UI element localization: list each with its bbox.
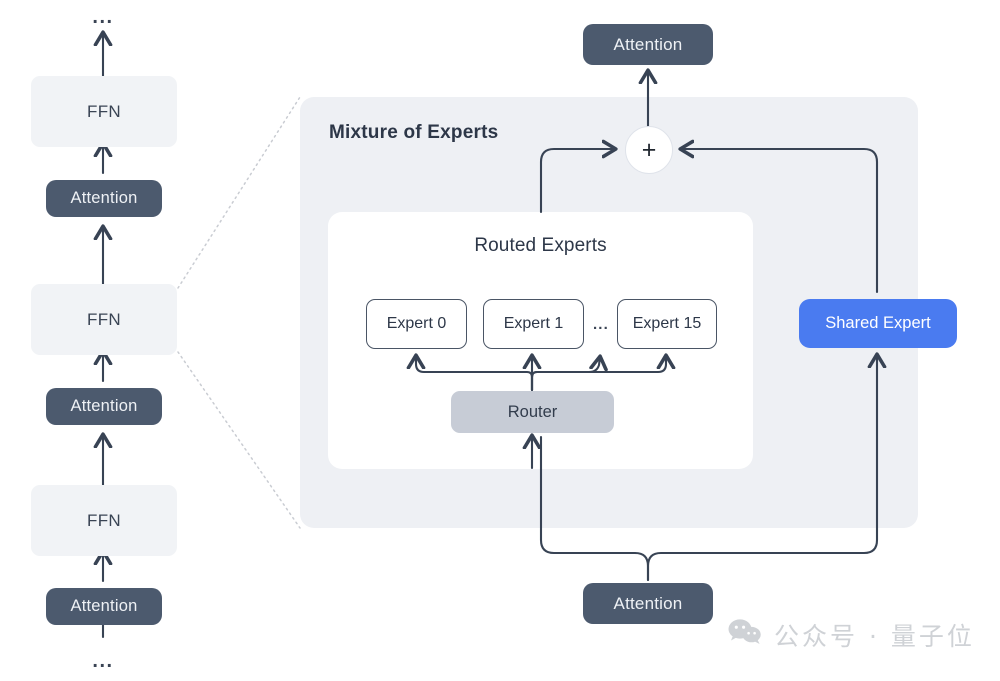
watermark: 公众号 · 量子位 xyxy=(728,617,975,653)
guide-line-bottom xyxy=(177,351,301,529)
attention-block-upper: Attention xyxy=(46,180,162,217)
expert-box-0: Expert 0 xyxy=(366,299,467,349)
attention-block-lower: Attention xyxy=(46,588,162,625)
attention-block-middle: Attention xyxy=(46,388,162,425)
plus-icon: + xyxy=(641,135,657,164)
moe-output-attention: Attention xyxy=(583,24,713,65)
moe-panel-title: Mixture of Experts xyxy=(329,122,499,143)
router-box: Router xyxy=(451,391,614,433)
expert-ellipsis: ... xyxy=(592,315,610,333)
guide-line-top xyxy=(177,96,301,289)
stack-top-ellipsis: ... xyxy=(92,6,114,28)
ffn-block-top: FFN xyxy=(31,76,177,147)
sum-node: + xyxy=(625,126,673,174)
shared-expert-box: Shared Expert xyxy=(799,299,957,348)
expert-box-1: Expert 1 xyxy=(483,299,584,349)
ffn-block-middle: FFN xyxy=(31,284,177,355)
expert-box-15: Expert 15 xyxy=(617,299,717,349)
stack-bottom-ellipsis: ... xyxy=(92,650,114,672)
moe-input-attention: Attention xyxy=(583,583,713,624)
routed-experts-title: Routed Experts xyxy=(474,235,607,256)
watermark-text: 公众号 · 量子位 xyxy=(774,622,975,651)
ffn-block-bottom: FFN xyxy=(31,485,177,556)
wechat-icon xyxy=(728,618,762,652)
